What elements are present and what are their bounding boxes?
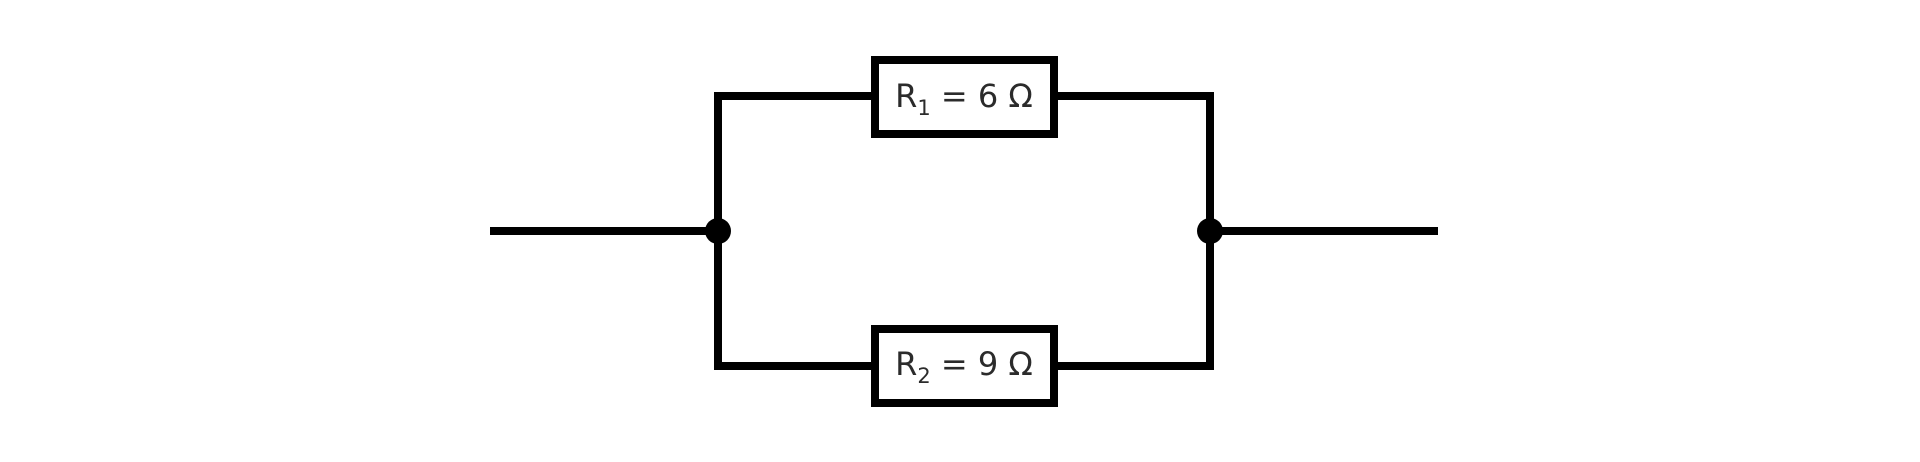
bottom-branch-right-wire [1054,231,1214,370]
resistor-r1-body [871,56,1058,138]
resistor-r2-body [871,325,1058,407]
resistor-r2-symbol: R [895,345,917,383]
resistor-r2-label: R2 = 9 Ω [895,345,1033,388]
resistor-r2-subscript: 2 [917,364,930,388]
resistor-r2: R2 = 9 Ω [871,325,1058,407]
bottom-branch-left-wire [714,231,875,370]
right-junction-node [1197,218,1223,244]
resistor-r1-label: R1 = 6 Ω [895,77,1033,120]
top-branch-right-wire [1054,92,1214,231]
resistor-r2-value: = 9 Ω [931,345,1033,383]
resistor-r1: R1 = 6 Ω [871,56,1058,138]
resistor-r1-subscript: 1 [917,96,930,120]
top-branch-left-wire [714,92,875,231]
left-junction-node [705,218,731,244]
resistor-r1-value: = 6 Ω [931,77,1033,115]
resistor-r1-symbol: R [895,77,917,115]
